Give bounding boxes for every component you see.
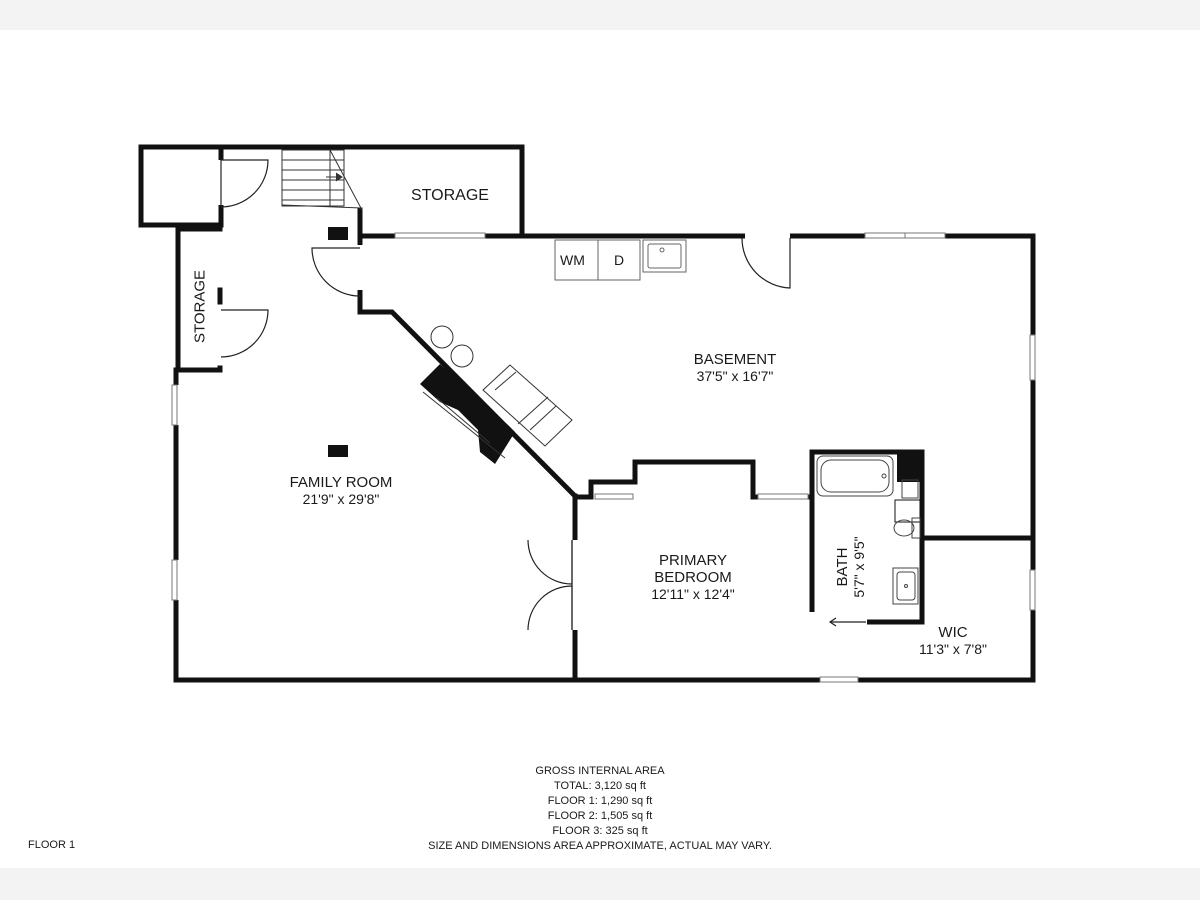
room-dimensions: 12'11" x 12'4" [651,586,735,602]
wall [357,233,1036,541]
room-name: BATH [834,547,851,587]
area-floor2: FLOOR 2: 1,505 sq ft [547,810,653,822]
area-summary: GROSS INTERNAL AREA TOTAL: 3,120 sq ft F… [400,764,800,854]
wall [575,459,813,500]
room-name-line1: PRIMARY [658,552,728,569]
room-label-storage-top: STORAGE [400,187,500,204]
room-name: STORAGE [191,269,209,344]
wall [809,449,925,625]
area-disclaimer: SIZE AND DIMENSIONS AREA APPROXIMATE, AC… [428,840,772,852]
wall [173,367,578,683]
room-dimensions: 5'7" x 9'5" [851,536,867,598]
room-dimensions: 11'3" x 7'8" [919,641,987,657]
room-label-primary-bedroom: PRIMARY BEDROOM 12'11" x 12'4" [618,552,768,603]
area-heading: GROSS INTERNAL AREA [535,765,665,777]
door-swing [527,585,573,631]
room-label-basement: BASEMENT 37'5" x 16'7" [660,351,810,385]
wall [138,144,224,228]
room-dimensions: 37'5" x 16'7" [696,368,774,384]
door-swing [311,247,361,297]
wall [919,535,1036,683]
wall [175,226,223,373]
room-label-storage-left: STORAGE [192,257,209,357]
door-swing [220,159,269,208]
room-name: WIC [938,624,968,641]
floor-plan-drawing [138,144,1038,685]
room-label-wic: WIC 11'3" x 7'8" [893,624,1013,658]
room-label-family-room: FAMILY ROOM 21'9" x 29'8" [266,474,416,508]
room-dimensions: 21'9" x 29'8" [302,491,380,507]
washer-label: WM [560,252,585,268]
area-floor1: FLOOR 1: 1,290 sq ft [547,795,653,807]
room-name: FAMILY ROOM [289,474,393,491]
dryer-label: D [614,252,625,268]
floor-plan-sheet: STORAGE STORAGE BASEMENT 37'5" x 16'7" F… [0,30,1200,868]
wall [357,233,578,683]
room-name: BASEMENT [693,351,777,368]
area-total: TOTAL: 3,120 sq ft [554,780,646,792]
room-label-bath: BATH 5'7" x 9'5" [834,512,868,622]
door-swing [741,237,791,289]
floor-label: FLOOR 1 [28,839,76,851]
room-name: STORAGE [411,187,489,204]
door-swing [527,539,573,585]
room-name-line2: BEDROOM [654,569,732,586]
area-floor3: FLOOR 3: 325 sq ft [552,825,648,837]
door-swing [220,309,269,358]
wall [218,144,525,239]
